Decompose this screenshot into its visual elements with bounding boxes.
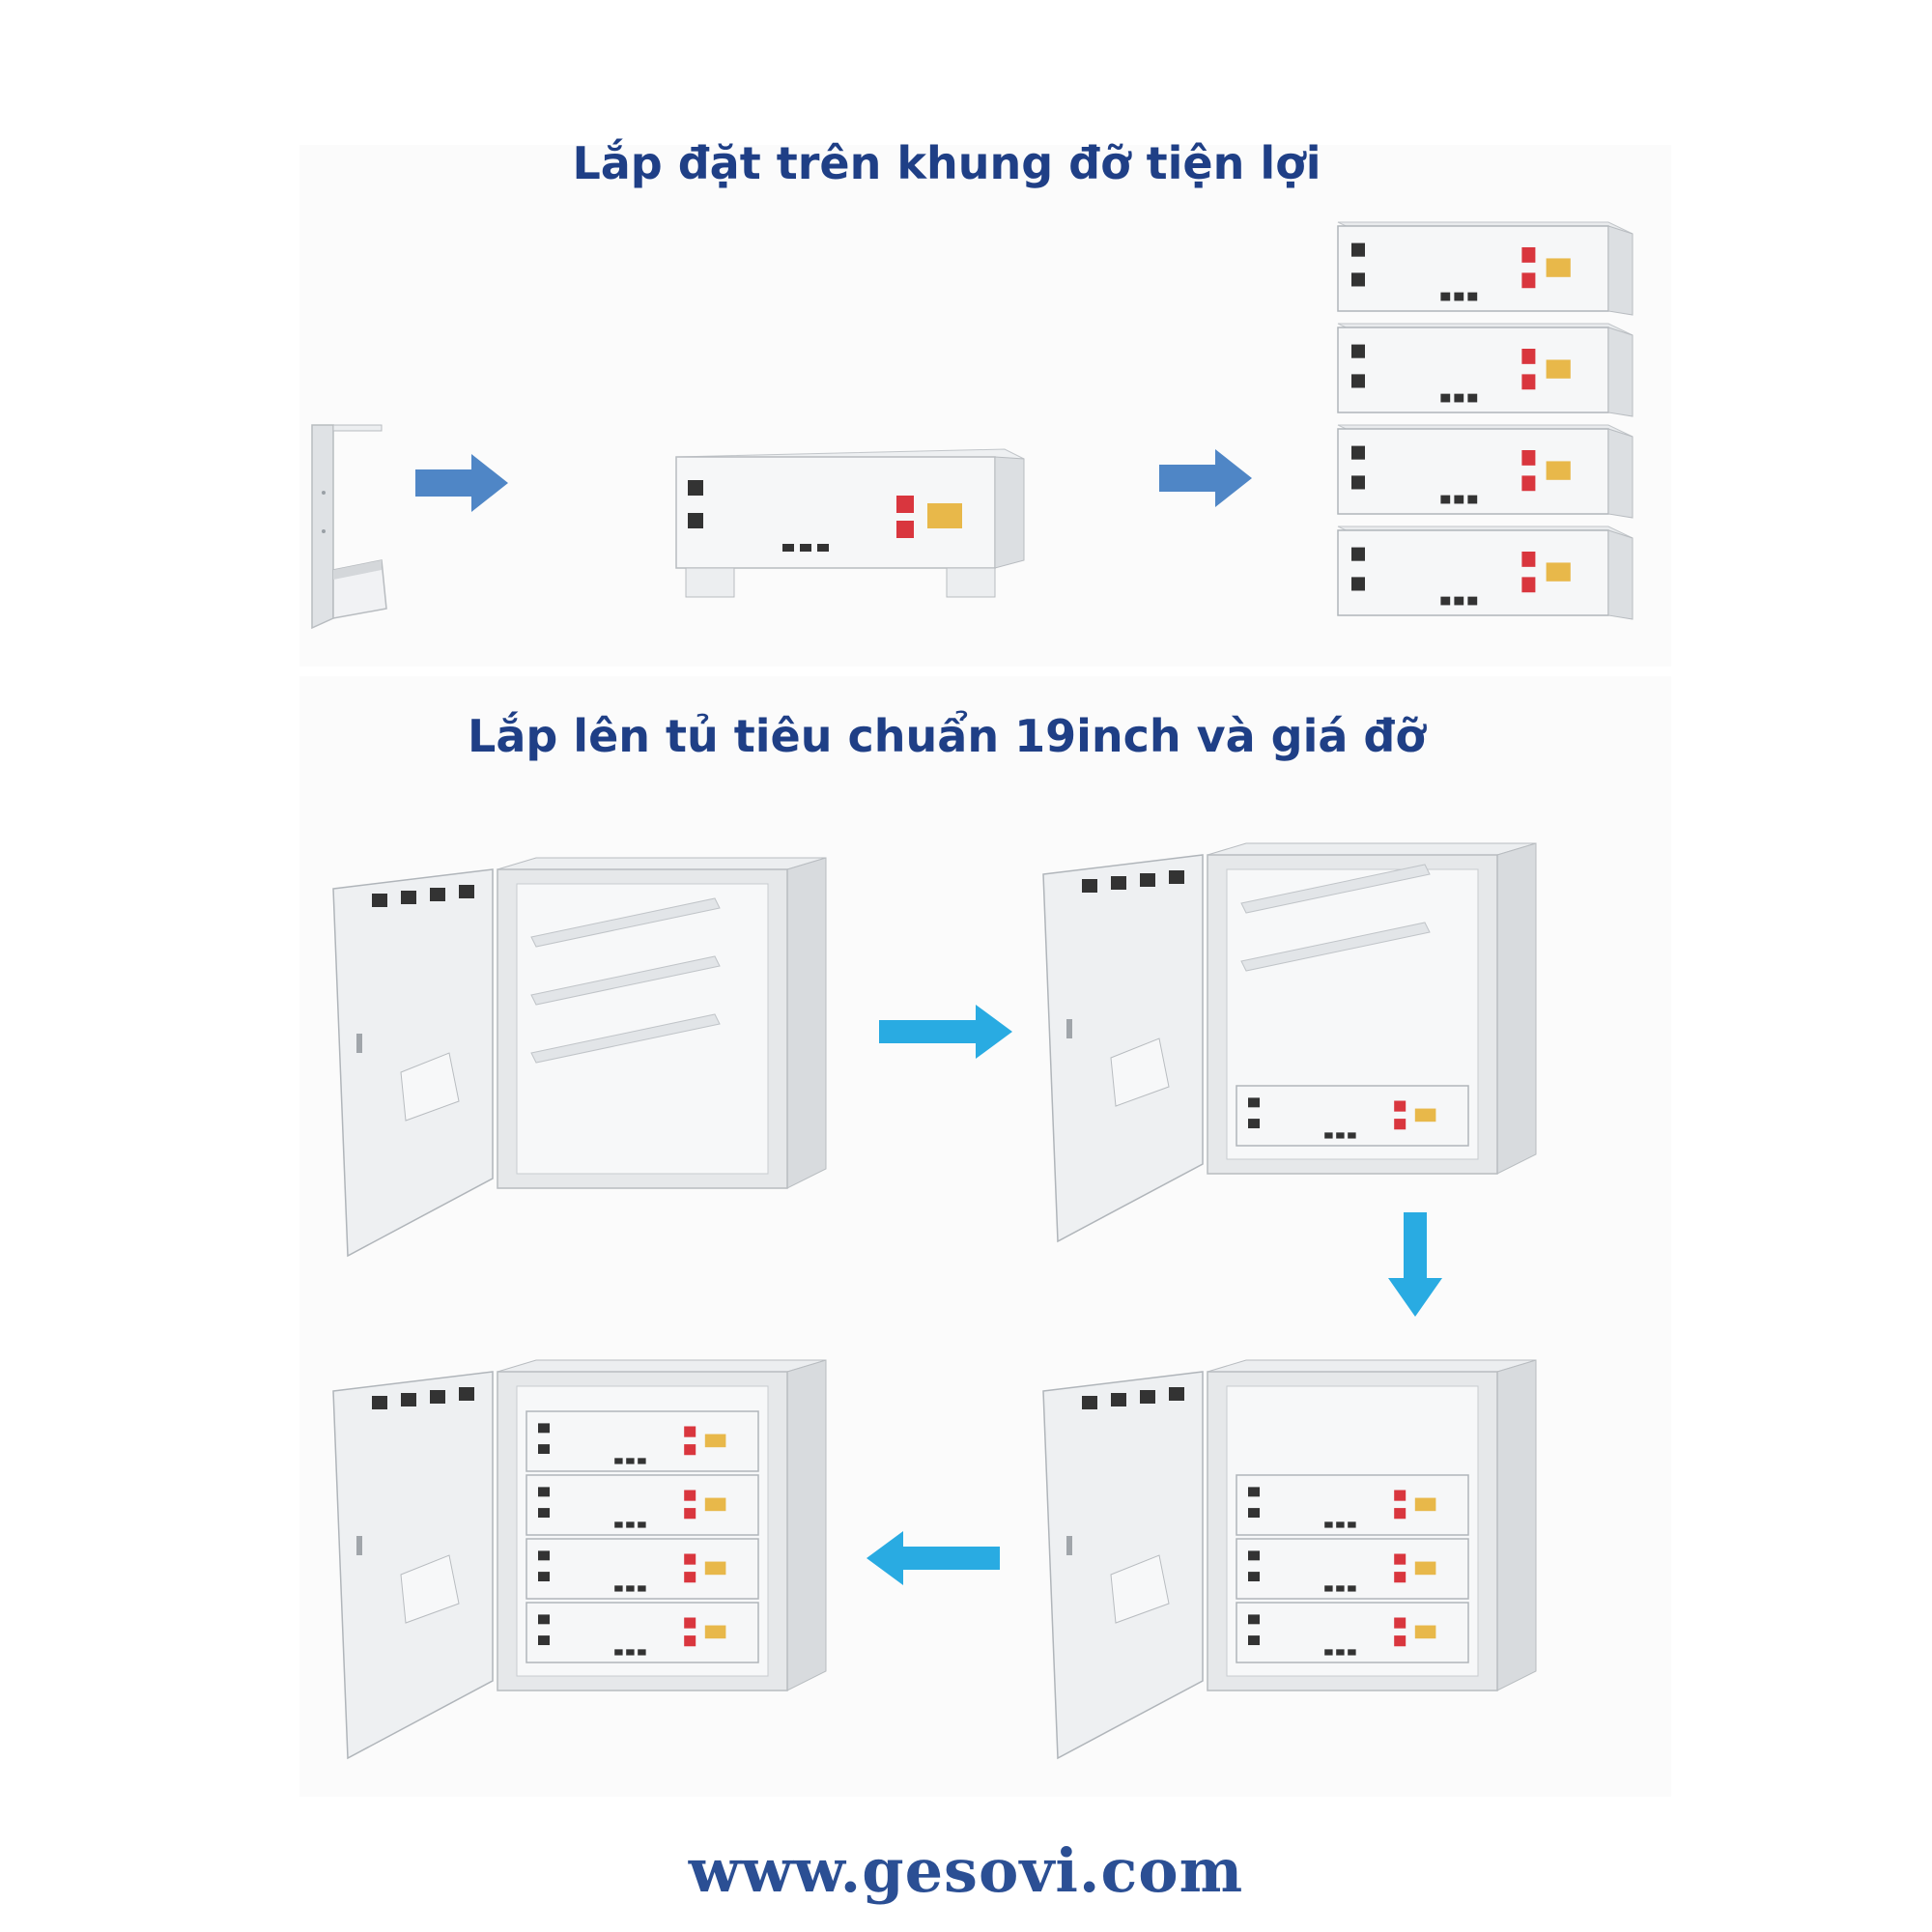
battery-module-icon [526, 1410, 759, 1472]
arrow-icon [879, 1005, 1012, 1059]
mounting-bracket-icon [311, 424, 387, 630]
battery-stack-icon [1337, 221, 1634, 620]
battery-module-icon [1236, 1474, 1469, 1536]
battery-module-icon [1337, 225, 1609, 312]
arrow-icon [867, 1531, 1000, 1585]
battery-module-icon [675, 448, 1025, 598]
battery-module-icon [1236, 1085, 1469, 1147]
heading-frame-install: Lắp đặt trên khung đỡ tiện lợi [572, 137, 1321, 189]
arrow-icon [1159, 449, 1252, 507]
battery-module-icon [526, 1602, 759, 1663]
cabinet-four-modules [332, 1359, 827, 1760]
cabinet-one-module [1042, 842, 1537, 1243]
battery-module-icon [526, 1538, 759, 1600]
heading-cabinet-install: Lắp lên tủ tiêu chuẩn 19inch và giá đỡ [468, 710, 1426, 762]
battery-module-icon [1337, 428, 1609, 515]
battery-module-icon [1337, 529, 1609, 616]
cabinet-empty [332, 857, 827, 1258]
battery-module-icon [1236, 1602, 1469, 1663]
cabinet-three-modules [1042, 1359, 1537, 1760]
footer-url: www.gesovi.com [688, 1835, 1244, 1906]
battery-module-icon [526, 1474, 759, 1536]
battery-module-icon [1236, 1538, 1469, 1600]
arrow-icon [415, 454, 508, 512]
arrow-icon [1388, 1212, 1442, 1317]
battery-module-icon [1337, 327, 1609, 413]
